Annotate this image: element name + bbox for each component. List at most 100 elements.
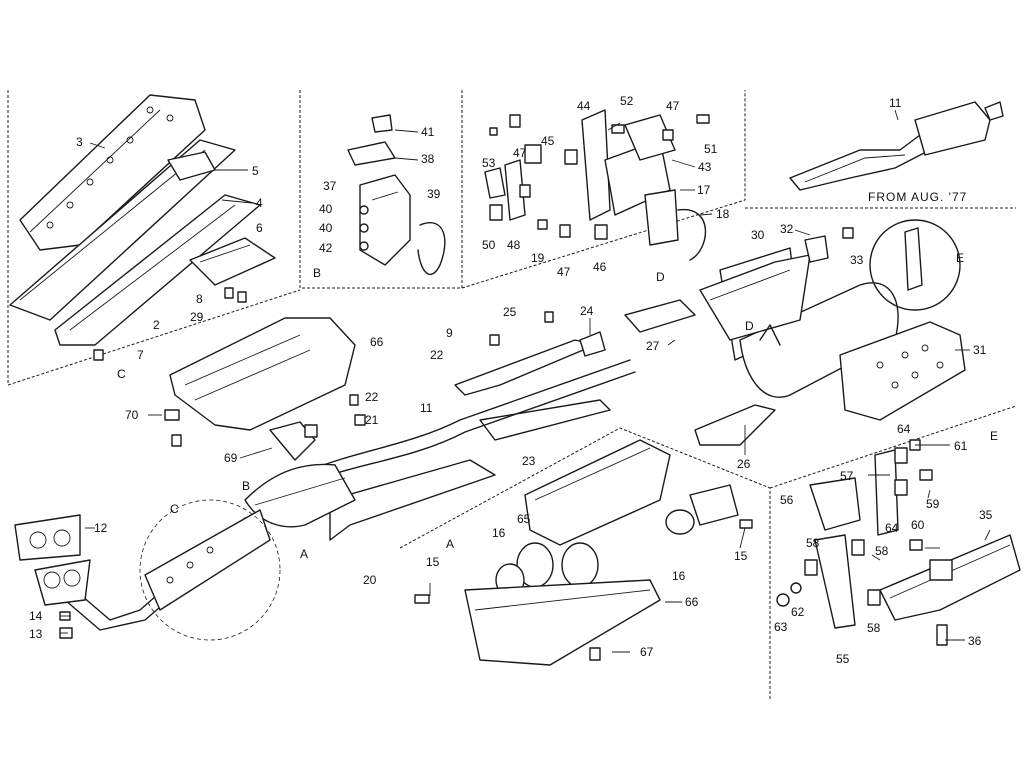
part-callout: 11: [420, 401, 433, 415]
bolt-7: [93, 349, 104, 361]
part-callout: 58: [875, 544, 889, 558]
hanger-hardware-d: [484, 109, 710, 261]
part-callout: 65: [517, 512, 531, 526]
part-callout: 37: [323, 179, 337, 193]
part-callout: 45: [541, 134, 555, 148]
section-letter: D: [656, 270, 665, 284]
part-callout: 18: [716, 207, 730, 221]
front-pipe: [64, 509, 271, 631]
section-letter: A: [446, 537, 454, 551]
leader-lines: [60, 109, 991, 653]
section-letter: B: [313, 266, 321, 280]
bolts-8-29: [224, 287, 247, 303]
section-letter: A: [300, 547, 308, 561]
dual-converters: [414, 439, 753, 666]
part-callout: 19: [531, 251, 545, 265]
mount-bracket-b: [347, 114, 446, 276]
heat-insulator-lower: [54, 194, 261, 346]
part-callout: 13: [29, 627, 43, 641]
part-callout: 31: [973, 343, 987, 357]
part-callout: 66: [685, 595, 699, 609]
part-callout: 30: [751, 228, 765, 242]
section-letter: B: [242, 479, 250, 493]
section-letter-labels: A A B B C C D D E E: [117, 251, 998, 561]
muffler-aug77: [789, 101, 1004, 191]
from-aug-77-caption: FROM AUG. '77: [868, 190, 967, 204]
section-dividers: [7, 90, 1017, 700]
main-muffler: [694, 227, 966, 446]
part-callout: 47: [557, 265, 571, 279]
part-callout: 3: [76, 135, 83, 149]
section-letter: C: [170, 502, 179, 516]
part-callout: 7: [137, 348, 144, 362]
part-callout: 36: [968, 634, 982, 648]
part-callout: 61: [954, 439, 968, 453]
part-callout: 69: [224, 451, 238, 465]
part-callout: 35: [979, 508, 993, 522]
section-letter: C: [117, 367, 126, 381]
part-callout: 24: [580, 304, 594, 318]
part-callout: 12: [94, 521, 108, 535]
part-callout: 43: [698, 160, 712, 174]
part-callout: 9: [446, 326, 453, 340]
part-callout: 50: [482, 238, 496, 252]
part-callout: 51: [704, 142, 718, 156]
part-callout: 55: [836, 652, 850, 666]
part-callout: 21: [365, 413, 379, 427]
part-callout: 40: [319, 202, 333, 216]
part-callout: 38: [421, 152, 435, 166]
detail-c-circle: [139, 499, 281, 641]
part-callout: 26: [737, 457, 751, 471]
part-callout: 16: [492, 526, 506, 540]
part-callout: 64: [885, 521, 899, 535]
part-callout: 58: [806, 536, 820, 550]
part-callout: 57: [840, 469, 854, 483]
part-callout: 32: [780, 222, 794, 236]
part-callout: 63: [774, 620, 788, 634]
catalytic-converter: [164, 394, 366, 528]
section-letter: D: [745, 319, 754, 333]
part-callout: 67: [640, 645, 654, 659]
part-callout: 46: [593, 260, 607, 274]
part-callout: 39: [427, 187, 441, 201]
part-callout: 15: [426, 555, 440, 569]
part-callout: 47: [666, 99, 680, 113]
part-callout: 41: [421, 125, 435, 139]
part-callout: 66: [370, 335, 384, 349]
section-letter: E: [990, 429, 998, 443]
part-callout: 53: [482, 156, 496, 170]
part-callout: 22: [430, 348, 444, 362]
part-callout: 59: [926, 497, 940, 511]
part-callout: 56: [780, 493, 794, 507]
part-callout: 15: [734, 549, 748, 563]
part-callout: 47: [513, 146, 527, 160]
part-callout: 33: [850, 253, 864, 267]
part-callout: 2: [153, 318, 160, 332]
heat-shield-6: [189, 237, 276, 286]
section-letter: E: [956, 251, 964, 265]
part-callout: 40: [319, 221, 333, 235]
part-callout: 23: [522, 454, 536, 468]
part-callout: 70: [125, 408, 139, 422]
part-callout: 11: [889, 96, 902, 110]
part-callout: 17: [697, 183, 711, 197]
exhaust-manifold-flange: [14, 514, 91, 639]
part-callout: 5: [252, 164, 259, 178]
front-heat-shield-66: [169, 317, 356, 431]
part-callout: 25: [503, 305, 517, 319]
part-callout: 42: [319, 241, 333, 255]
part-callout: 44: [577, 99, 591, 113]
part-callout: 6: [256, 221, 263, 235]
part-callout: 48: [507, 238, 521, 252]
part-callout: 22: [365, 390, 379, 404]
part-callout: 20: [363, 573, 377, 587]
part-callout: 62: [791, 605, 805, 619]
heat-insulator-middle: [9, 139, 236, 321]
heat-insulator-upper: [19, 94, 206, 251]
part-callout: 27: [646, 339, 660, 353]
part-callout: 60: [911, 518, 925, 532]
part-callout: 52: [620, 94, 634, 108]
rear-hanger-e: [776, 439, 1021, 646]
part-callout: 16: [672, 569, 686, 583]
